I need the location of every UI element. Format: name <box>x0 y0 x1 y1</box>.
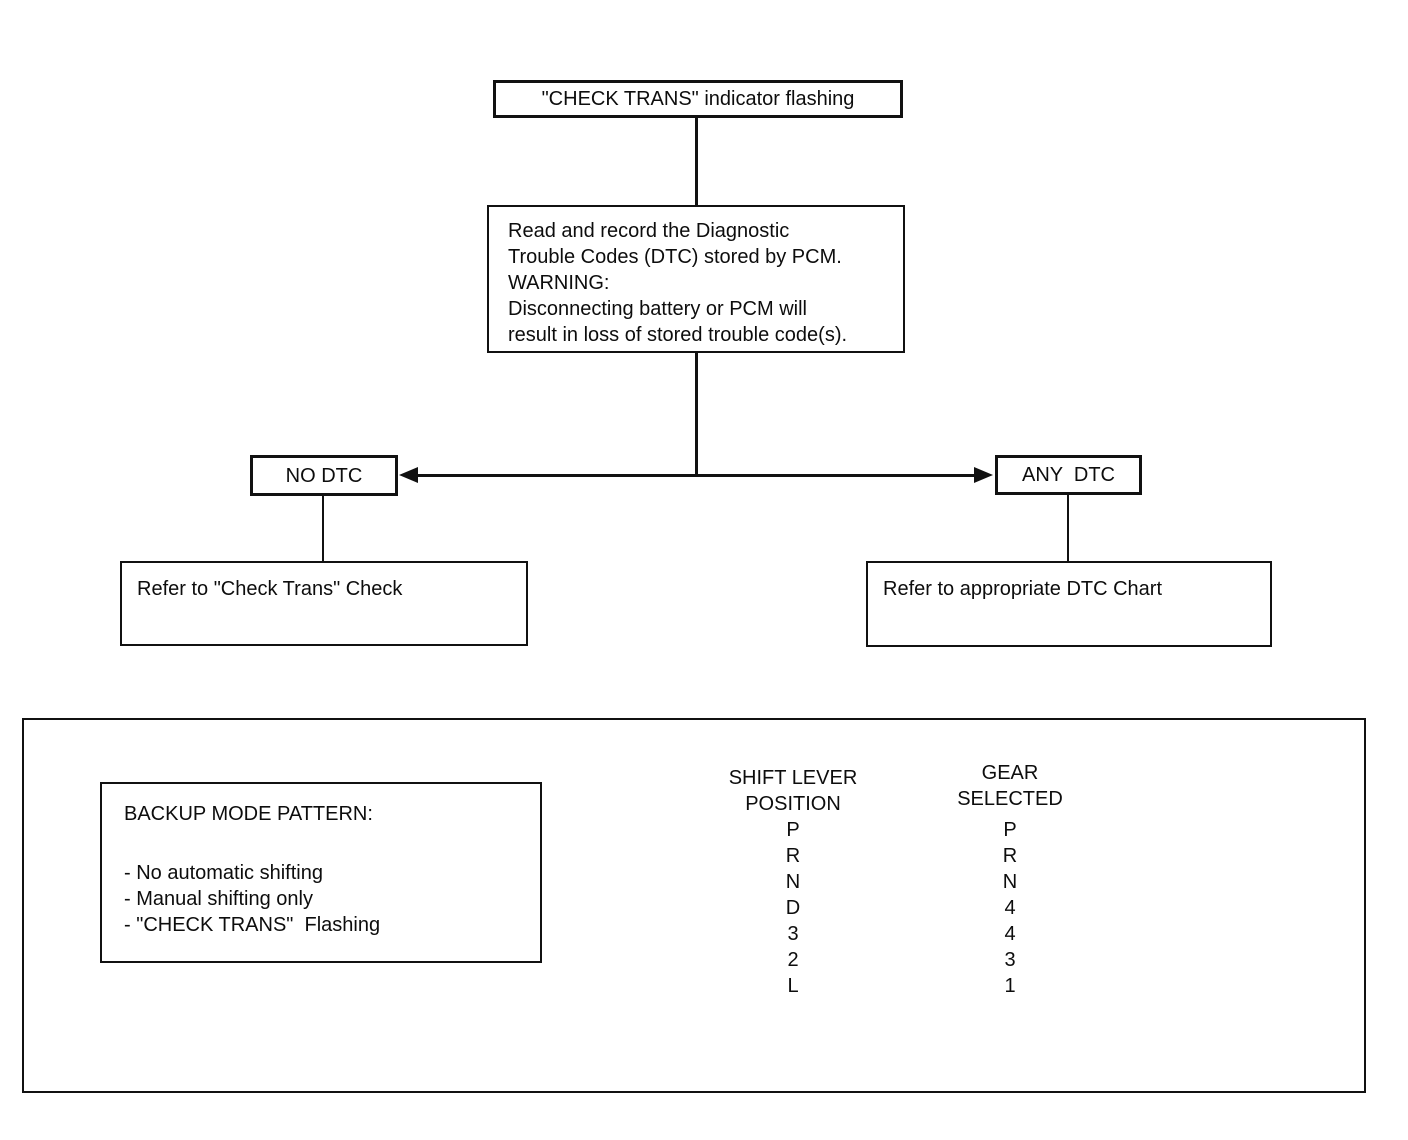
flow-refer-check-trans-box: Refer to "Check Trans" Check <box>120 561 528 646</box>
backup-mode-box: BACKUP MODE PATTERN: - No automatic shif… <box>100 782 542 963</box>
gear-selected-header: GEAR SELECTED <box>957 762 1063 810</box>
flow-start-label: "CHECK TRANS" indicator flashing <box>541 88 855 110</box>
backup-mode-title: BACKUP MODE PATTERN: <box>124 803 373 825</box>
flow-any-dtc-label: ANY DTC <box>1022 464 1115 486</box>
arrowhead-left-icon <box>399 467 418 483</box>
connector-start-to-read <box>695 118 698 205</box>
flow-no-dtc-label: NO DTC <box>285 464 363 487</box>
gear-selected-cell: N <box>1002 871 1018 893</box>
gear-selected-cell: R <box>1002 845 1018 867</box>
gear-selected-cell: 1 <box>1004 975 1016 997</box>
flow-any-dtc-box: ANY DTC <box>995 455 1142 495</box>
backup-mode-item: - Manual shifting only <box>124 888 313 910</box>
shift-lever-cell: L <box>787 975 799 997</box>
arrowhead-right-icon <box>974 467 993 483</box>
shift-lever-column: SHIFT LEVER POSITION P R N D 3 2 L <box>698 765 888 999</box>
connector-branch-horizontal <box>412 474 982 477</box>
shift-lever-cell: 3 <box>787 923 799 945</box>
shift-lever-header: SHIFT LEVER POSITION <box>728 767 858 815</box>
flow-refer-dtc-chart-box: Refer to appropriate DTC Chart <box>866 561 1272 647</box>
flow-refer-dtc-chart-label: Refer to appropriate DTC Chart <box>883 578 1163 600</box>
flow-read-record-box: Read and record the Diagnostic Trouble C… <box>487 205 905 353</box>
backup-mode-list: - No automatic shifting - Manual shiftin… <box>124 860 540 938</box>
connector-read-to-branch <box>695 353 698 475</box>
shift-lever-cell: N <box>785 871 801 893</box>
gear-selected-cell: 4 <box>1004 897 1016 919</box>
backup-mode-item: - "CHECK TRANS" Flashing <box>124 914 381 936</box>
flow-refer-check-trans-label: Refer to "Check Trans" Check <box>137 578 403 600</box>
flow-start-box: "CHECK TRANS" indicator flashing <box>493 80 903 118</box>
gear-selected-cell: P <box>1003 819 1017 841</box>
shift-lever-cell: 2 <box>787 949 799 971</box>
flow-read-record-text: Read and record the Diagnostic Trouble C… <box>508 220 848 346</box>
connector-nodtc-to-refer <box>322 496 324 562</box>
gear-selected-cell: 4 <box>1004 923 1016 945</box>
shift-lever-cell: R <box>785 845 801 867</box>
gear-selected-cell: 3 <box>1004 949 1016 971</box>
connector-anydtc-to-refer <box>1067 495 1069 562</box>
backup-mode-item: - No automatic shifting <box>124 862 323 884</box>
gear-selected-column: GEAR SELECTED P R N 4 4 3 1 <box>920 760 1100 999</box>
flow-no-dtc-box: NO DTC <box>250 455 398 496</box>
shift-lever-cell: D <box>785 897 801 919</box>
shift-lever-cell: P <box>786 819 800 841</box>
